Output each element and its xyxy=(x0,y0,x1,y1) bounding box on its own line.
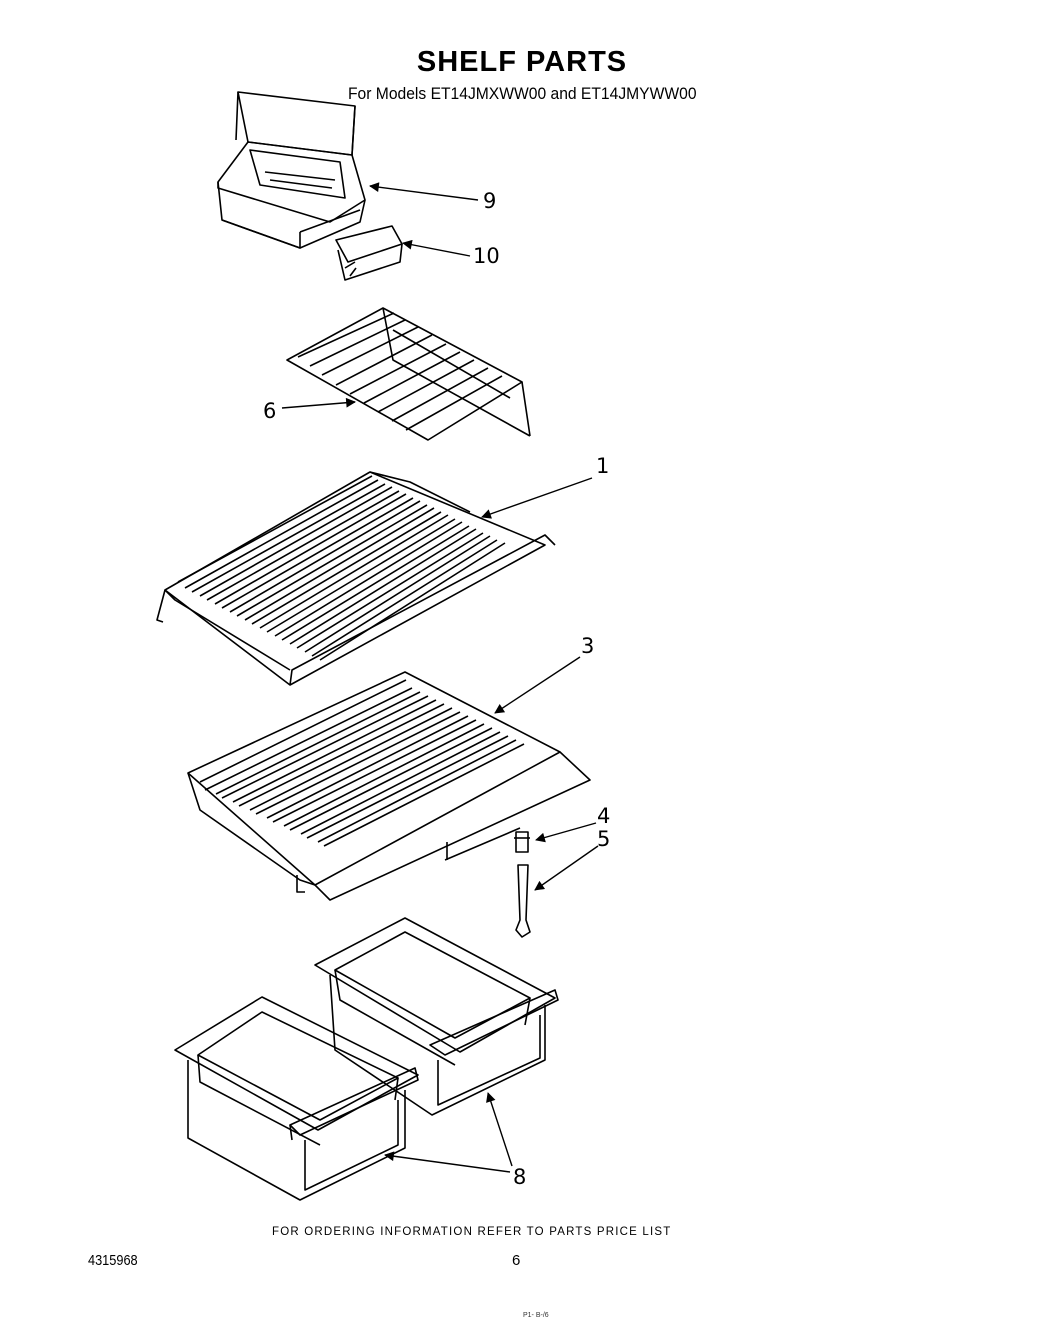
leader-5 xyxy=(534,845,599,891)
part-10-cover xyxy=(335,225,403,281)
part-6-wire-shelf xyxy=(286,307,531,441)
leader-10 xyxy=(402,239,471,257)
part-3-crisper-cover-shelf xyxy=(187,671,591,901)
leader-3 xyxy=(494,656,581,714)
document-number: 4315968 xyxy=(88,1252,138,1269)
callout-5: 5 xyxy=(597,827,610,851)
part-8-crisper-right xyxy=(314,917,559,1116)
part-1-wire-shelf xyxy=(156,471,556,686)
leader-4 xyxy=(535,822,597,843)
title-text: SHELF PARTS xyxy=(416,46,628,78)
leader-1 xyxy=(481,477,593,519)
part-8-crisper-left xyxy=(174,996,419,1201)
page-number: 6 xyxy=(512,1252,521,1269)
part-5-support-rod xyxy=(515,864,531,938)
leader-6 xyxy=(281,397,356,409)
callout-10: 10 xyxy=(473,244,500,268)
callout-3: 3 xyxy=(581,634,594,658)
callout-8: 8 xyxy=(513,1165,526,1189)
page-title: SHELF PARTS xyxy=(0,46,1044,79)
part-9-meat-keeper-bin xyxy=(217,91,366,249)
leader-8b xyxy=(384,1151,511,1173)
leader-lines xyxy=(281,182,599,1173)
part-4-shelf-support xyxy=(514,831,530,853)
callout-4: 4 xyxy=(597,804,610,828)
callout-9: 9 xyxy=(483,189,496,213)
scan-mark: P1- B-/6 xyxy=(523,1312,549,1319)
leader-9 xyxy=(369,182,479,201)
callout-6: 6 xyxy=(263,399,276,423)
callout-1: 1 xyxy=(596,454,609,478)
models-subtitle: For Models ET14JMXWW00 and ET14JMYWW00 xyxy=(348,84,697,103)
leader-8a xyxy=(486,1092,513,1167)
ordering-note: FOR ORDERING INFORMATION REFER TO PARTS … xyxy=(272,1226,672,1238)
